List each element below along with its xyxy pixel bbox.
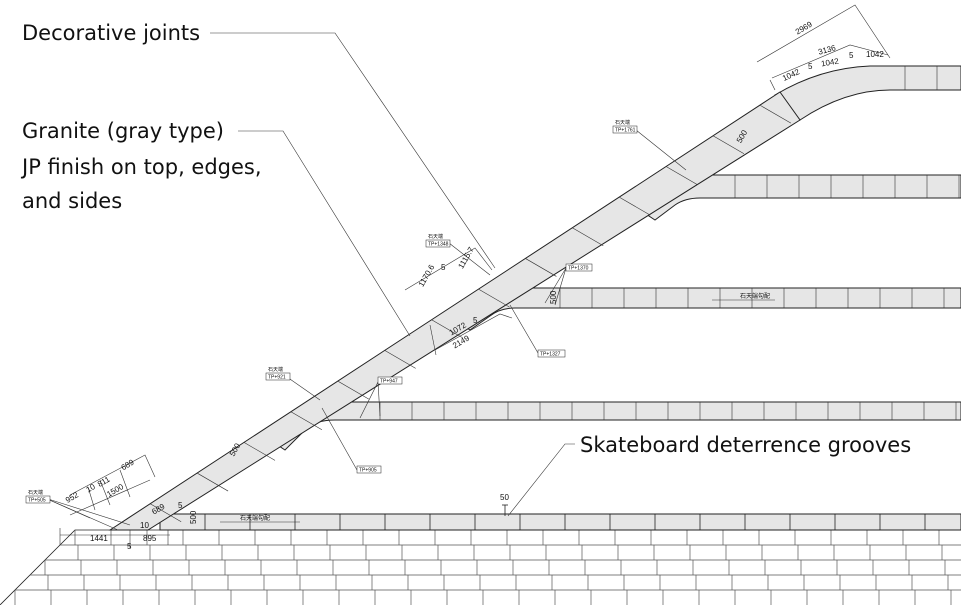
dim-bot-1441: 1441	[90, 534, 108, 543]
callout-decorative-joints: Decorative joints	[22, 21, 200, 45]
dim-bot-952: 952	[64, 490, 81, 505]
svg-text:石天端: 石天端	[268, 366, 283, 373]
svg-text:TP+1370: TP+1370	[568, 266, 589, 272]
dim-top-seg-a: 1042	[781, 67, 801, 83]
dim-bot-5b: 5	[127, 542, 132, 551]
dim-top-total: 2969	[794, 19, 814, 36]
dim-top-seg-b: 1042	[820, 56, 840, 68]
svg-text:TP+905: TP+905	[359, 468, 377, 474]
svg-text:TP+1348: TP+1348	[428, 242, 449, 248]
tag-tp505: 石天端 TP+505	[25, 489, 51, 504]
brick-paving	[0, 529, 961, 605]
dim-bot-1500: 1500	[105, 482, 125, 499]
dim-bot-5a: 5	[178, 501, 183, 510]
dim-width-mid: 500	[549, 290, 558, 304]
svg-text:TP+1327: TP+1327	[540, 352, 561, 358]
dim-mid-gap: 5	[441, 263, 446, 272]
dim-bot-10: 10	[85, 482, 98, 495]
slope-note-lower: 石天端勾配	[240, 514, 270, 522]
tag-tp1327: TP+1327	[537, 349, 566, 358]
callout-granite-line3: and sides	[22, 189, 122, 213]
svg-text:石天端: 石天端	[615, 119, 630, 126]
dim-top-seg-c: 1042	[866, 50, 884, 59]
horizontal-bands	[269, 65, 961, 451]
svg-text:TP+505: TP+505	[28, 498, 46, 504]
diagonal-granite-stringer	[108, 91, 801, 531]
dim-bot-811: 811	[96, 474, 112, 488]
dim-groove-50: 50	[500, 493, 509, 502]
svg-text:TP+947: TP+947	[380, 379, 398, 385]
slope-note-upper: 石天端勾配	[740, 292, 770, 300]
tag-tp1348: 石天端 TP+1348	[425, 233, 451, 248]
svg-text:TP+1761: TP+1761	[615, 128, 636, 134]
callout-skateboard: Skateboard deterrence grooves	[580, 433, 911, 457]
svg-text:TP+921: TP+921	[268, 375, 286, 381]
callout-granite-line2: JP finish on top, edges,	[20, 155, 262, 179]
dim-bot-895: 895	[143, 534, 157, 543]
base-granite-band	[159, 513, 961, 531]
svg-text:石天端: 石天端	[428, 233, 443, 240]
dim-mid-a: 1170.6	[417, 263, 437, 289]
dim-bot-689: 689	[120, 457, 137, 472]
dim-top-gap-b: 5	[849, 51, 854, 60]
tag-tp921: 石天端 TP+921	[265, 366, 291, 381]
tag-tp1761: 石天端 TP+1761	[612, 119, 638, 134]
tag-tp1370: TP+1370	[565, 263, 593, 272]
dim-width-base: 500	[189, 510, 198, 524]
dim-bot-10b: 10	[140, 521, 149, 530]
dim-mid-lower-gap: 5	[473, 316, 478, 325]
svg-text:石天端: 石天端	[28, 489, 43, 496]
tag-tp905: TP+905	[356, 465, 382, 474]
tag-tp947: TP+947	[377, 376, 403, 385]
callout-granite-line1: Granite (gray type)	[22, 119, 224, 143]
callout-leaders	[210, 32, 575, 517]
dim-top-gap-a: 5	[808, 62, 813, 71]
dimension-lines	[44, 4, 891, 548]
